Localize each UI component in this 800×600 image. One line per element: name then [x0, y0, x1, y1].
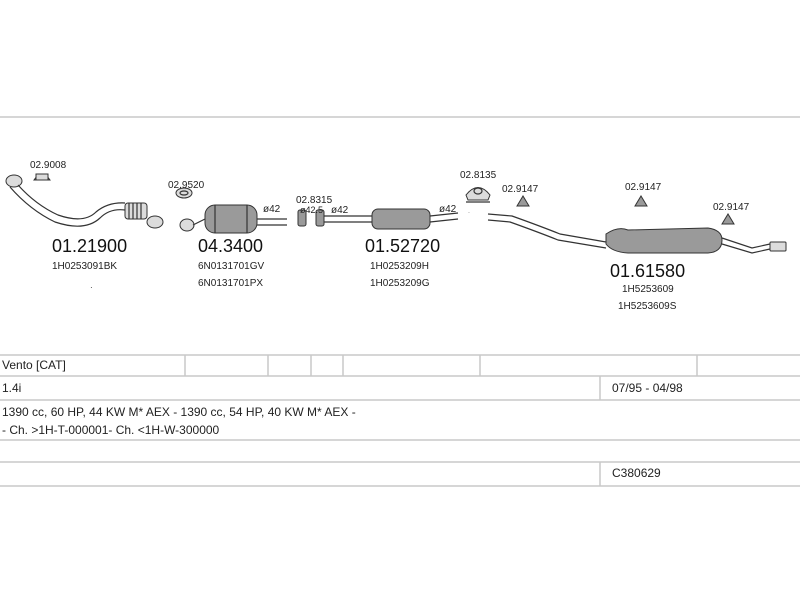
oe-code: 1H5253609S — [618, 301, 677, 312]
oe-code: 6N0131701PX — [198, 278, 263, 289]
accessory-label: 02.9520 — [168, 180, 205, 191]
oe-code: 1H0253091BK — [52, 261, 117, 272]
part-number: 01.21900 — [52, 236, 127, 256]
vehicle-model: Vento [CAT] — [2, 358, 66, 372]
pipe-diameter: ø42 — [331, 205, 349, 216]
catalog-code: C380629 — [612, 466, 661, 480]
part-number: 01.61580 — [610, 261, 685, 281]
clamp-icon — [297, 209, 325, 227]
oe-code: 6N0131701GV — [198, 261, 264, 272]
pipe-diameter: ø42 — [468, 212, 470, 214]
accessory-label: 02.9147 — [625, 182, 662, 193]
accessory-label: 02.9147 — [713, 202, 750, 213]
rubber-mount-icon — [634, 195, 648, 207]
rubber-mount-icon — [516, 195, 530, 207]
catalytic-converter-drawing — [179, 204, 287, 234]
dot-mark: · — [90, 283, 93, 292]
rear-silencer-drawing — [487, 213, 787, 254]
part-number: 04.3400 — [198, 236, 263, 256]
clamp-icon — [465, 187, 491, 203]
accessory-label: 02.9147 — [502, 184, 539, 195]
accessory-label: 02.8135 — [460, 170, 497, 181]
pipe-diameter: ø42 — [263, 204, 281, 215]
production-years: 07/95 - 04/98 — [612, 381, 683, 395]
engine-size: 1.4i — [2, 381, 22, 395]
chassis-range: - Ch. >1H-T-000001- Ch. <1H-W-300000 — [2, 423, 220, 437]
part-number: 01.52720 — [365, 236, 440, 256]
accessory-label: 02.8315 — [296, 195, 333, 206]
application-table-grid — [0, 354, 800, 487]
pipe-diameter: ø42 — [439, 204, 457, 215]
centre-silencer-drawing — [324, 208, 459, 230]
oe-code: 1H5253609 — [622, 284, 674, 295]
oe-code: 1H0253209H — [370, 261, 429, 272]
hanger-icon — [33, 173, 51, 181]
rubber-mount-icon — [721, 213, 735, 225]
pipe-diameter: ø42.5 — [300, 205, 323, 215]
front-pipe-drawing — [5, 174, 164, 229]
engine-specs: 1390 cc, 60 HP, 44 KW M* AEX - 1390 cc, … — [2, 405, 356, 419]
accessory-label: 02.9008 — [30, 160, 67, 171]
gasket-icon — [175, 187, 193, 199]
oe-code: 1H0253209G — [370, 278, 430, 289]
